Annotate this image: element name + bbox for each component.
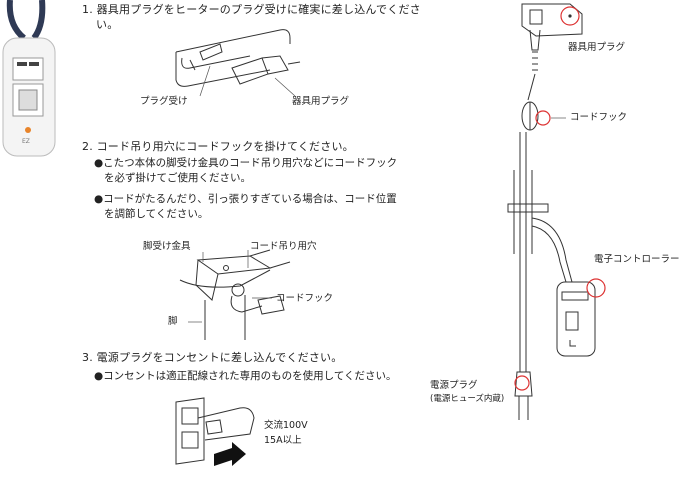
fig2-leg-label: 脚 [168,316,178,327]
step-2-bullet-1: ●こたつ本体の脚受け金具のコード吊り用穴などにコードフック を必ず掛けてご使用く… [94,156,397,186]
fig2-leg-bracket-label: 脚受け金具 [143,241,191,252]
step-2-bullet-1-line2: を必ず掛けてご使用ください。 [104,172,251,184]
fig2-cord-hole-label: コード吊り用穴 [250,241,317,252]
right-controller-label: 電子コントローラー [594,254,679,265]
step-2-bullet-2: ●コードがたるんだり、引っ張りすぎている場合は、コード位置 を調節してください。 [94,192,397,222]
fig2-cord-hook-label: コードフック [276,293,334,304]
step-1-title: 1. 器具用プラグをヒーターのプラグ受けに確実に差し込んでくださ い。 [82,2,421,32]
step-1-line2: い。 [96,18,119,31]
right-appliance-plug-label: 器具用プラグ [568,42,626,53]
fig3-amp-label: 15A以上 [264,435,302,446]
step-2-title: 2. コード吊り用穴にコードフックを掛けてください。 [82,140,354,153]
right-power-plug-label: 電源プラグ [430,380,478,391]
right-fuse-note-label: (電源ヒューズ内蔵) [430,394,505,404]
step-2-bullet-1-line1: ●こたつ本体の脚受け金具のコード吊り用穴などにコードフック [94,157,398,169]
controller-led-text: EZ [22,138,30,145]
step-3-title: 3. 電源プラグをコンセントに差し込んでください。 [82,351,343,364]
step-1-line1: 1. 器具用プラグをヒーターのプラグ受けに確実に差し込んでくださ [82,3,421,16]
step-3-bullet: ●コンセントは適正配線された専用のものを使用してください。 [94,370,397,382]
fig1-appliance-plug-label: 器具用プラグ [292,96,350,107]
fig1-plug-receiver-label: プラグ受け [140,96,188,107]
step-2-bullet-2-line1: ●コードがたるんだり、引っ張りすぎている場合は、コード位置 [94,193,397,205]
step-2-bullet-2-line2: を調節してください。 [104,208,209,220]
fig3-ac-label: 交流100V [264,420,308,431]
controller-photo: EZ [0,0,60,160]
right-cord-hook-label: コードフック [570,112,628,123]
